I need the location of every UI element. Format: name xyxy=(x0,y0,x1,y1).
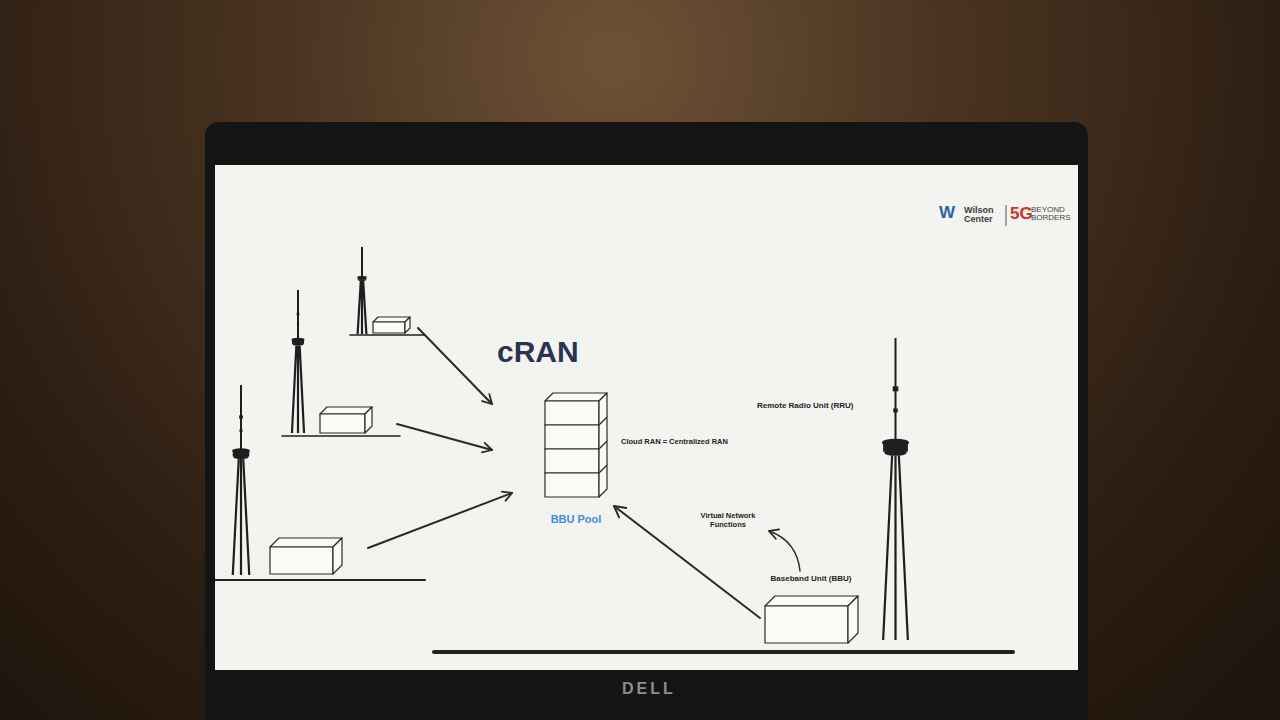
logo-text: Wilson Center xyxy=(964,206,1004,224)
ground-lines-part xyxy=(282,435,400,437)
baseband-boxes-part xyxy=(373,322,405,333)
bbu-pool-stack-part xyxy=(599,393,607,497)
baseband-boxes-part xyxy=(320,414,365,433)
ground-lines-part xyxy=(350,334,425,336)
bbu-pool-node: BBU Pool xyxy=(538,390,614,530)
baseband-boxes xyxy=(270,317,858,643)
baseband-boxes-part xyxy=(765,596,858,606)
diagram-title: cRAN xyxy=(497,335,579,370)
bbu-pool-stack-part xyxy=(599,441,607,449)
node-label: Baseband Unit (BBU) xyxy=(771,574,852,584)
fronthaul-arrows-part xyxy=(418,328,492,404)
fronthaul-arrows-part xyxy=(397,424,492,450)
bbu-pool-stack-part xyxy=(545,449,599,473)
baseband-boxes-part xyxy=(320,407,372,414)
bbu-pool-stack xyxy=(545,393,607,497)
baseband-boxes-part xyxy=(333,538,342,574)
part-name: Remote Radio Unit (RRU) xyxy=(757,401,853,410)
bbu-pool-stack-part xyxy=(545,473,599,497)
bbu-pool-stack-part xyxy=(545,393,607,401)
bbu-pool-stack-part xyxy=(599,417,607,425)
baseband-boxes-part xyxy=(765,606,848,643)
baseband-boxes-part xyxy=(848,596,858,643)
towers-part xyxy=(357,247,367,334)
logo-mark: 5G xyxy=(1010,204,1033,224)
towers-part xyxy=(232,385,250,575)
screen xyxy=(215,165,1078,670)
logo-separator xyxy=(1006,205,1007,226)
baseband-unit-node: Baseband Unit (BBU) xyxy=(760,573,862,646)
baseband-boxes-part xyxy=(373,317,410,322)
baseband-boxes-part xyxy=(405,317,410,333)
fronthaul-arrows xyxy=(368,328,800,571)
fronthaul-arrows-part xyxy=(368,493,512,548)
baseband-boxes-part xyxy=(365,407,372,433)
fronthaul-arrows-part xyxy=(769,531,800,571)
ground-lines-part xyxy=(434,650,1013,654)
towers-part xyxy=(882,338,909,640)
bbu-pool-stack-part xyxy=(599,465,607,473)
logo-mark: W xyxy=(939,203,955,223)
brand-logo: DELL xyxy=(622,680,676,698)
baseband-boxes-part xyxy=(270,538,342,547)
logo-text: BEYOND BORDERS xyxy=(1031,206,1075,223)
towers-part xyxy=(291,290,304,433)
bbu-pool-stack-part xyxy=(545,425,599,449)
node-label: BBU Pool xyxy=(551,513,602,526)
ground-lines-part xyxy=(215,579,425,581)
part-name: Virtual Network Functions xyxy=(690,511,766,530)
baseband-boxes-part xyxy=(270,547,333,574)
laptop-bezel xyxy=(205,122,1088,720)
bbu-pool-stack-part xyxy=(545,401,599,425)
towers xyxy=(232,247,909,640)
ground-lines xyxy=(215,335,1013,652)
note-text: Cloud RAN = Centralized RAN xyxy=(621,438,728,447)
